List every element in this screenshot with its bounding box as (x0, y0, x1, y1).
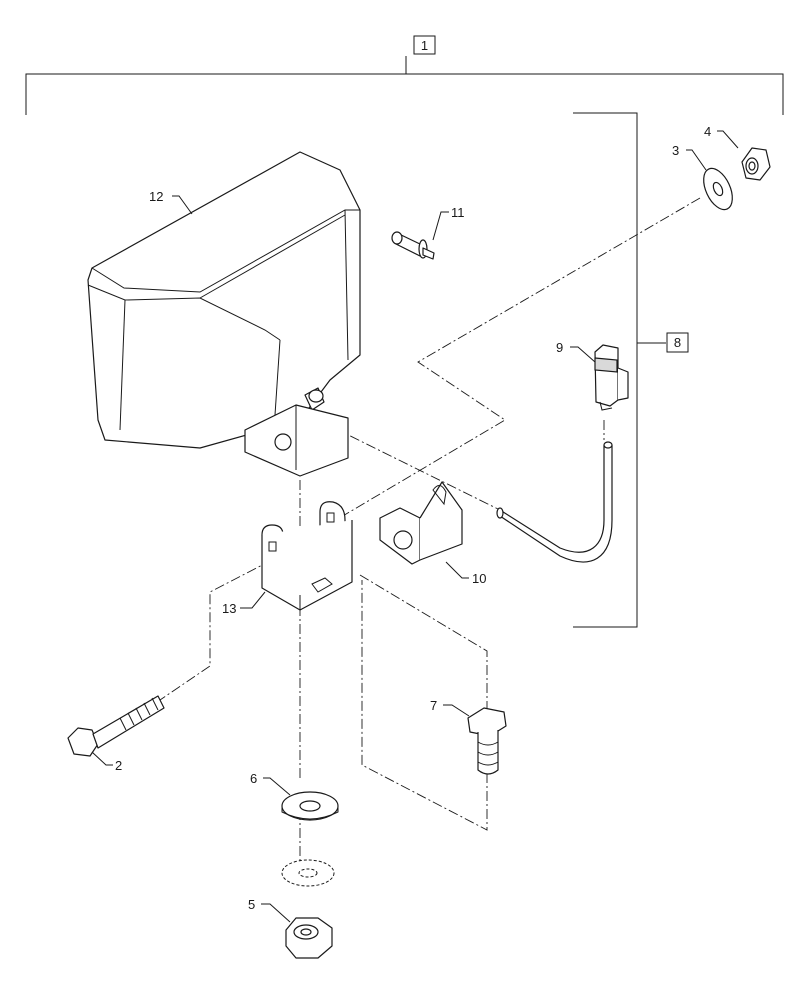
assembly-bracket-line (25, 56, 784, 115)
callout-label-4: 4 (704, 124, 711, 139)
small-bracket (379, 481, 463, 565)
callout-label-11: 11 (451, 205, 465, 220)
leader-12 (172, 195, 193, 215)
callout-label-3: 3 (672, 143, 679, 158)
harness-cable (496, 441, 613, 563)
leader-2 (91, 751, 113, 766)
u-bracket (261, 501, 353, 611)
leader-3 (686, 149, 707, 171)
hex-bolt (467, 707, 507, 775)
nut (741, 147, 771, 181)
callout-box-1: 1 (413, 35, 436, 55)
leader-7 (443, 704, 470, 717)
pin (391, 231, 435, 260)
leader-11 (432, 211, 449, 241)
leader-4 (717, 130, 739, 149)
callout-label-5: 5 (248, 897, 255, 912)
callout-label-12: 12 (149, 189, 163, 204)
callout-label-10: 10 (472, 571, 486, 586)
flat-washer (281, 791, 339, 821)
callout-label-6: 6 (250, 771, 257, 786)
lamp-housing (87, 151, 361, 477)
leader-10 (445, 561, 469, 579)
washer (703, 167, 733, 211)
callout-label-1: 1 (421, 38, 428, 53)
callout-label-13: 13 (222, 601, 236, 616)
connector (594, 344, 629, 411)
long-bolt (67, 695, 165, 757)
leader-6 (263, 777, 291, 796)
callout-label-9: 9 (556, 340, 563, 355)
lock-nut (285, 917, 333, 959)
callout-box-8: 8 (666, 332, 689, 353)
leader-5 (261, 903, 291, 923)
callout-label-7: 7 (430, 698, 437, 713)
callout-label-2: 2 (115, 758, 122, 773)
callout-label-8: 8 (674, 335, 681, 350)
kit-bracket-line (573, 112, 666, 628)
leader-9 (570, 346, 596, 363)
leader-13 (240, 591, 266, 609)
lock-washer (281, 859, 335, 887)
